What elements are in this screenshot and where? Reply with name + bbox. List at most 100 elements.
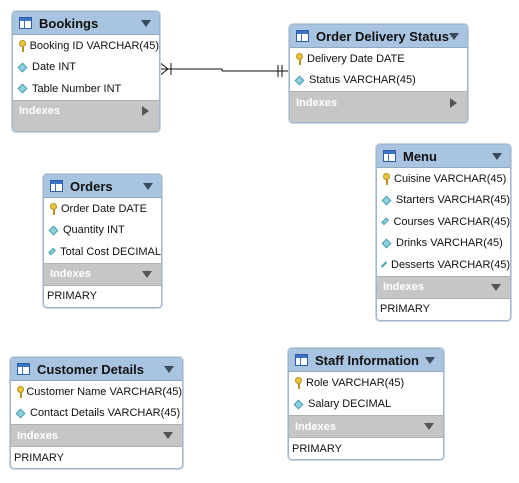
column-label: Delivery Date DATE [307, 52, 405, 65]
column-label: Drinks VARCHAR(45) [396, 237, 503, 250]
diamond-icon [293, 399, 304, 410]
column-label: Booking ID VARCHAR(45) [29, 39, 159, 52]
column-row[interactable]: Delivery Date DATE [290, 48, 467, 70]
diamond-icon [381, 195, 392, 206]
indexes-bar[interactable]: Indexes [290, 91, 467, 113]
diamond-icon [380, 261, 388, 268]
chevron-down-icon[interactable] [492, 152, 502, 160]
indexes-bar[interactable]: Indexes [44, 262, 161, 285]
table-order-delivery-status[interactable]: Order Delivery Status Delivery Date DATE… [289, 24, 468, 123]
column-label: Customer Name VARCHAR(45) [26, 385, 182, 398]
diamond-icon [381, 217, 390, 226]
indexes-label: Indexes [383, 281, 424, 293]
table-title: Customer Details [37, 361, 144, 377]
chevron-down-icon[interactable] [164, 365, 174, 373]
indexes-label: Indexes [50, 268, 91, 280]
diamond-icon [381, 238, 392, 249]
column-row[interactable]: Quantity INT [44, 220, 161, 242]
table-title: Orders [70, 178, 113, 194]
chevron-down-icon[interactable] [491, 283, 501, 291]
diamond-icon [17, 62, 28, 73]
indexes-footer [290, 113, 467, 122]
table-title: Bookings [39, 15, 99, 31]
table-header[interactable]: Menu [377, 145, 510, 168]
column-row[interactable]: Courses VARCHAR(45) [377, 211, 510, 233]
key-icon [383, 172, 391, 185]
indexes-bar[interactable]: Indexes [377, 275, 510, 298]
table-title: Menu [403, 148, 437, 164]
column-row[interactable]: Drinks VARCHAR(45) [377, 233, 510, 255]
table-header[interactable]: Bookings [13, 12, 159, 35]
table-header[interactable]: Staff Information [289, 349, 443, 372]
column-row[interactable]: Order Date DATE [44, 198, 161, 220]
indexes-label: Indexes [296, 96, 337, 109]
index-item[interactable]: PRIMARY [11, 446, 182, 468]
key-icon [295, 376, 303, 389]
table-icon [295, 354, 308, 366]
table-orders[interactable]: Orders Order Date DATE Quantity INT Tota… [43, 174, 162, 308]
indexes-label: Indexes [17, 429, 58, 442]
column-label: Starters VARCHAR(45) [395, 194, 510, 207]
indexes-footer [13, 121, 159, 131]
column-row[interactable]: Booking ID VARCHAR(45) [13, 35, 159, 57]
diamond-icon [294, 75, 305, 86]
table-header[interactable]: Orders [44, 175, 161, 198]
indexes-bar[interactable]: Indexes [11, 424, 182, 446]
index-item[interactable]: PRIMARY [289, 437, 443, 459]
index-item[interactable]: PRIMARY [44, 284, 161, 307]
chevron-down-icon[interactable] [449, 32, 459, 40]
diamond-icon [17, 83, 28, 94]
column-row[interactable]: Role VARCHAR(45) [289, 372, 443, 394]
chevron-down-icon[interactable] [141, 19, 151, 27]
column-label: Status VARCHAR(45) [309, 74, 416, 87]
table-header[interactable]: Customer Details [11, 358, 182, 381]
column-row[interactable]: Table Number INT [13, 78, 159, 100]
key-icon [19, 39, 27, 52]
table-menu[interactable]: Menu Cuisine VARCHAR(45) Starters VARCHA… [376, 144, 511, 321]
chevron-right-icon[interactable] [142, 106, 149, 116]
column-row[interactable]: Cuisine VARCHAR(45) [377, 168, 510, 190]
table-bookings[interactable]: Bookings Booking ID VARCHAR(45) Date INT… [12, 11, 160, 132]
key-icon [296, 52, 304, 65]
column-label: Cuisine VARCHAR(45) [394, 172, 507, 185]
table-icon [296, 30, 309, 42]
table-icon [383, 150, 396, 162]
table-staff-information[interactable]: Staff Information Role VARCHAR(45) Salar… [288, 348, 444, 460]
diamond-icon [15, 408, 26, 419]
column-row[interactable]: Desserts VARCHAR(45) [377, 254, 510, 276]
column-label: Order Date DATE [61, 202, 147, 215]
column-row[interactable]: Date INT [13, 57, 159, 79]
column-label: Courses VARCHAR(45) [393, 215, 510, 228]
table-header[interactable]: Order Delivery Status [290, 25, 467, 48]
chevron-down-icon[interactable] [163, 432, 173, 439]
table-title: Staff Information [315, 352, 419, 368]
column-row[interactable]: Customer Name VARCHAR(45) [11, 381, 182, 403]
index-item[interactable]: PRIMARY [377, 297, 510, 320]
column-label: Table Number INT [32, 82, 122, 95]
column-label: Contact Details VARCHAR(45) [30, 407, 181, 420]
chevron-down-icon[interactable] [424, 423, 434, 430]
table-icon [17, 363, 30, 375]
table-customer-details[interactable]: Customer Details Customer Name VARCHAR(4… [10, 357, 183, 469]
column-label: Desserts VARCHAR(45) [391, 258, 510, 271]
indexes-label: Indexes [19, 105, 60, 117]
column-row[interactable]: Status VARCHAR(45) [290, 70, 467, 92]
column-row[interactable]: Starters VARCHAR(45) [377, 190, 510, 212]
diamond-icon [48, 247, 56, 256]
column-row[interactable]: Contact Details VARCHAR(45) [11, 403, 182, 425]
diamond-icon [48, 225, 59, 236]
column-label: Total Cost DECIMAL [60, 245, 161, 258]
chevron-down-icon[interactable] [143, 182, 153, 190]
chevron-right-icon[interactable] [450, 97, 457, 108]
table-icon [19, 17, 32, 29]
column-row[interactable]: Salary DECIMAL [289, 394, 443, 416]
key-icon [50, 202, 58, 215]
indexes-bar[interactable]: Indexes [289, 415, 443, 437]
chevron-down-icon[interactable] [142, 270, 152, 278]
key-icon [17, 385, 25, 398]
chevron-down-icon[interactable] [425, 356, 435, 364]
column-row[interactable]: Total Cost DECIMAL [44, 241, 161, 263]
column-label: Quantity INT [63, 224, 125, 237]
indexes-bar[interactable]: Indexes [13, 99, 159, 122]
